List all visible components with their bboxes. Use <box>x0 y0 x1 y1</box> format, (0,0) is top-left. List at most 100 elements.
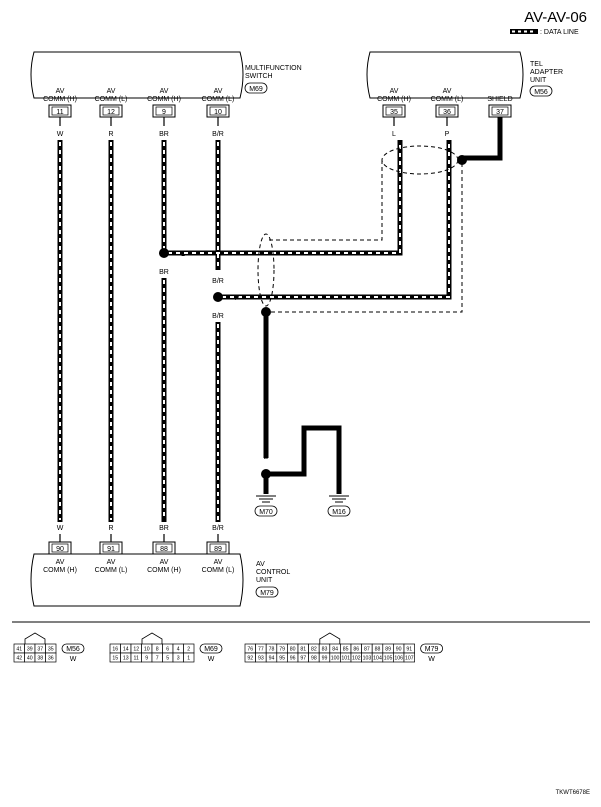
wire-color-top-br: BR <box>159 131 169 138</box>
tel-term-3-label: SHIELD <box>487 96 512 103</box>
connector-pin-number: 89 <box>385 647 391 653</box>
multifunction-switch-name-1: MULTIFUNCTION <box>245 65 302 72</box>
tel-pin-35: 35 <box>390 109 398 116</box>
connector-pin-number: 106 <box>394 656 403 662</box>
tel-adapter-box <box>366 51 524 99</box>
tel-adapter-name-3: UNIT <box>530 77 547 84</box>
wire-color-top-br2: B/R <box>212 131 224 138</box>
connector-pin-number: 37 <box>37 647 43 653</box>
wire-color-top-r: R <box>108 131 113 138</box>
wire-color-splice-l: L <box>181 251 185 258</box>
connector-id-frame <box>199 643 223 654</box>
av-control-unit-box <box>30 553 244 607</box>
connector-pin-number: 77 <box>258 647 264 653</box>
connector-id: M56 <box>66 646 80 653</box>
data-lines <box>57 117 452 542</box>
ms-term-1-label-1: AV <box>56 88 65 95</box>
ms-pin-10: 10 <box>214 109 222 116</box>
av-term-1-label-2: COMM (H) <box>43 567 77 574</box>
connector-pin-number: 83 <box>322 647 328 653</box>
tel-term-1-label-1: AV <box>390 88 399 95</box>
connector-pin-number: 16 <box>112 647 118 653</box>
ms-term-3-label-2: COMM (H) <box>147 96 181 103</box>
connector-pin-number: 10 <box>144 647 150 653</box>
wire-color-ground-b2: B <box>302 454 307 461</box>
connector-pin-number: 3 <box>177 656 180 662</box>
connector-pin-number: 38 <box>37 656 43 662</box>
tel-pin-37: 37 <box>496 109 504 116</box>
connector-pin-number: 97 <box>300 656 306 662</box>
connector-pin-number: 103 <box>363 656 372 662</box>
multifunction-switch-name-2: SWITCH <box>245 73 273 80</box>
av-control-name-3: UNIT <box>256 577 273 584</box>
av-term-3-label-2: COMM (H) <box>147 567 181 574</box>
av-term-1-label-1: AV <box>56 559 65 566</box>
connector-pin-number: 91 <box>406 647 412 653</box>
ms-pin-boxes <box>48 104 230 118</box>
connector-id: M79 <box>425 646 439 653</box>
connector-pin-number: 101 <box>341 656 350 662</box>
connector-pin-number: 88 <box>375 647 381 653</box>
connector-pin-number: 93 <box>258 656 264 662</box>
ms-term-4-label-2: COMM (L) <box>202 96 235 103</box>
wire-color-tel-p: P <box>445 131 450 138</box>
connector-pin-number: 11 <box>134 656 139 662</box>
connector-pin-number: 104 <box>373 656 382 662</box>
av-term-2-label-2: COMM (L) <box>95 567 128 574</box>
figure-code: TKWT6678E <box>556 790 590 796</box>
av-control-connector: M79 <box>260 590 274 597</box>
page-id: AV-AV-06 <box>524 9 587 26</box>
connector-id-frame <box>61 643 85 654</box>
connector-pin-number: 84 <box>332 647 338 653</box>
connector-pin-number: 100 <box>331 656 340 662</box>
connector-pin-number: 94 <box>269 656 275 662</box>
av-pin-boxes <box>48 541 230 555</box>
ground-symbol-m16 <box>329 495 349 503</box>
av-pin-91: 91 <box>107 546 115 553</box>
connector-pin-number: 9 <box>145 656 148 662</box>
connector-color: W <box>208 656 215 663</box>
wire-color-splice-p: P <box>235 295 240 302</box>
ms-term-2-label-1: AV <box>107 88 116 95</box>
ms-term-3-label-1: AV <box>160 88 169 95</box>
connector-pin-number: 2 <box>187 647 190 653</box>
connector-pin-number: 35 <box>48 647 54 653</box>
ms-pin-12: 12 <box>107 109 115 116</box>
connector-pin-number: 36 <box>48 656 54 662</box>
connector-pin-number: 1 <box>187 656 190 662</box>
connector-pin-number: 80 <box>290 647 296 653</box>
connector-color: W <box>70 656 77 663</box>
wire-color-bot-br: BR <box>159 525 169 532</box>
wire-color-bot-r: R <box>108 525 113 532</box>
connector-pin-number: 85 <box>343 647 349 653</box>
wire-color-ground-b3: B <box>337 454 342 461</box>
connector-pin-number: 81 <box>300 647 306 653</box>
ms-term-4-label-1: AV <box>214 88 223 95</box>
connector-pin-number: 41 <box>16 647 22 653</box>
connector-id: M69 <box>204 646 218 653</box>
connector-pin-number: 105 <box>384 656 393 662</box>
connector-pin-number: 95 <box>279 656 285 662</box>
connector-pin-number: 6 <box>166 647 169 653</box>
connector-pin-number: 82 <box>311 647 317 653</box>
av-pin-89: 89 <box>214 546 222 553</box>
av-control-name-1: AV <box>256 561 265 568</box>
shield-outline <box>257 145 463 313</box>
connector-pin-number: 99 <box>322 656 328 662</box>
tel-pin-36: 36 <box>443 109 451 116</box>
connector-pin-number: 90 <box>396 647 402 653</box>
connector-pin-number: 78 <box>269 647 275 653</box>
connector-pin-number: 87 <box>364 647 370 653</box>
av-term-3-label-1: AV <box>160 559 169 566</box>
tel-adapter-name-1: TEL <box>530 61 543 68</box>
av-pin-88: 88 <box>160 546 168 553</box>
tel-term-2-label-2: COMM (L) <box>431 96 464 103</box>
connector-key-tab <box>141 632 163 644</box>
wire-color-splice-br: BR <box>159 269 169 276</box>
ms-term-2-label-2: COMM (L) <box>95 96 128 103</box>
tel-adapter-connector: M56 <box>534 89 548 96</box>
connector-cavity <box>403 652 415 663</box>
connector-pin-number: 76 <box>247 647 253 653</box>
